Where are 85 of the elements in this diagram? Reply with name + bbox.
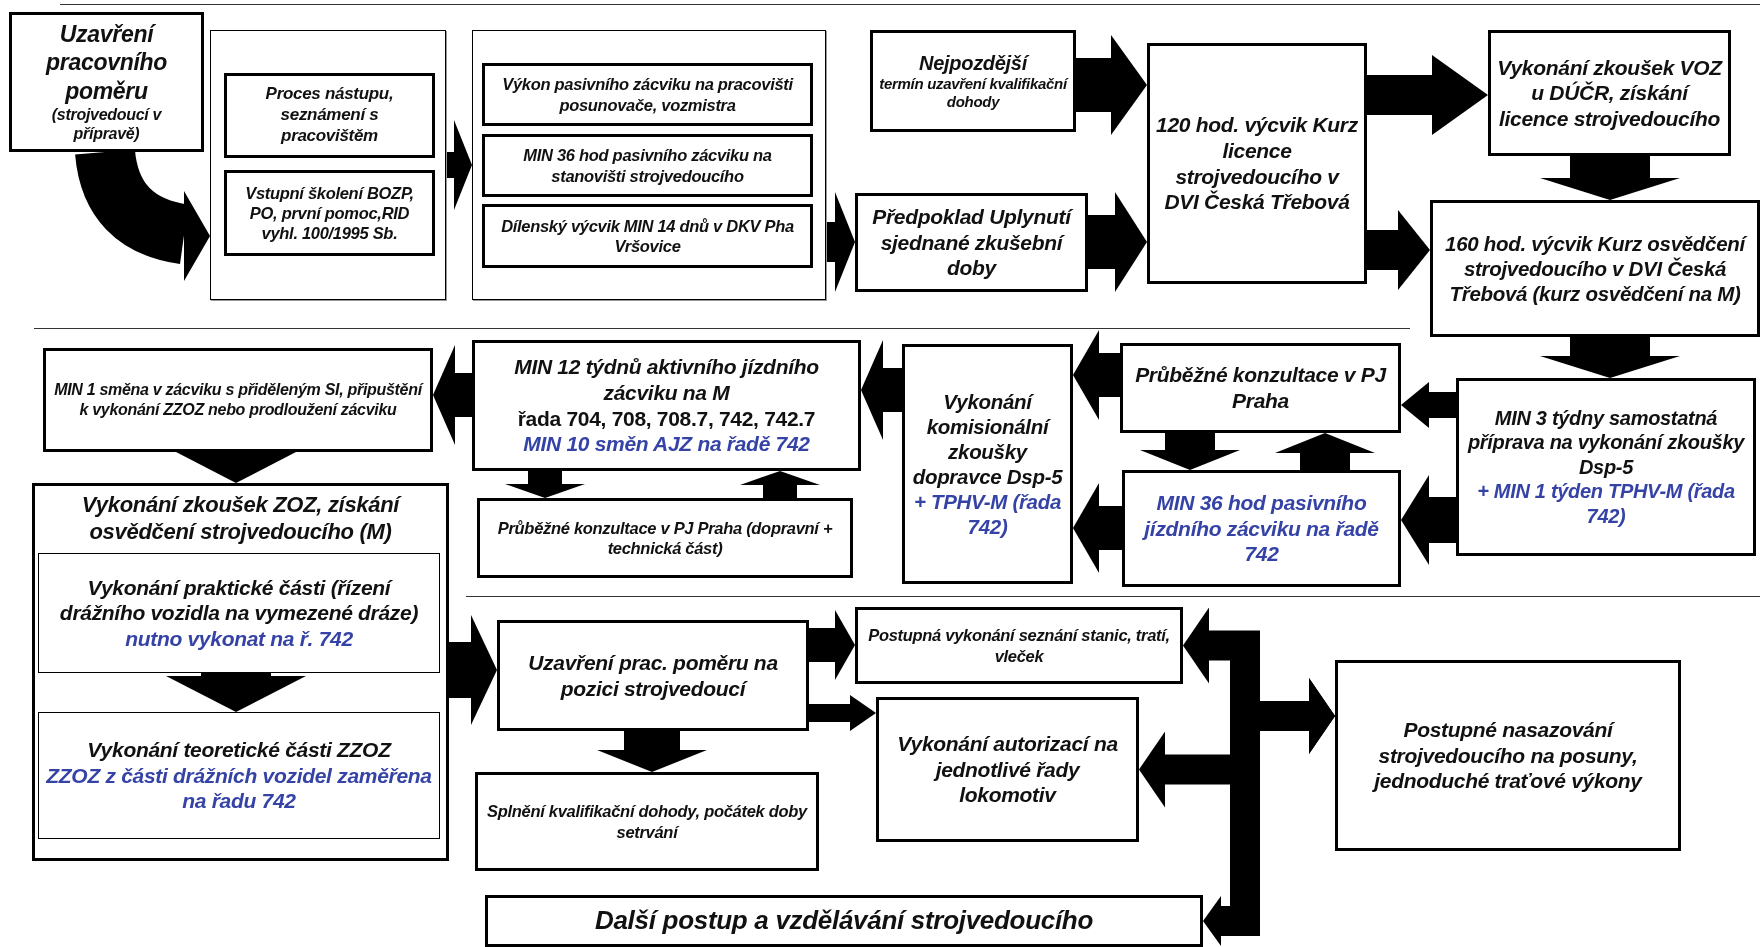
block-arrow <box>740 471 820 498</box>
process-box <box>472 340 861 471</box>
note-text: nutno vykonat na ř. 742 <box>125 625 353 652</box>
box-text: Výkon pasivního zácviku na pracovišti posunovače, vozmistra <box>501 74 795 115</box>
box-text: Vykonání zkoušek ZOZ, získání osvědčení strojvedoucího (M) <box>80 492 403 546</box>
process-box <box>482 204 813 268</box>
process-box <box>224 73 435 158</box>
process-box <box>1120 343 1401 433</box>
process-box <box>1335 660 1681 851</box>
process-box <box>855 607 1183 684</box>
box-text: Vykonání zkoušek VOZ u DÚČR, získání licence strojvedoucího <box>1497 54 1722 132</box>
process-box <box>876 697 1139 842</box>
block-arrow <box>809 695 876 731</box>
process-box <box>475 772 819 871</box>
box-text: Postupná vykonání seznání stanic, tratí, vleček <box>867 625 1171 666</box>
block-arrow <box>1073 330 1120 420</box>
box-text: Uzavření pracovního poměru <box>44 20 168 105</box>
box-text: 120 hod. výcvik Kurz licence strojvedoucího v DVI Česká Třebová <box>1156 112 1358 215</box>
box-text: Vykonání teoretické části ZZOZ <box>87 737 391 763</box>
box-text: 160 hod. výcvik Kurz osvědčení strojvedoucího v DVI Česká Třebová (kurz osvědčení na M) <box>1439 231 1751 306</box>
process-box <box>9 12 204 152</box>
process-box <box>1147 43 1367 284</box>
block-arrow <box>1401 475 1456 565</box>
box-text: Průběžné konzultace v PJ Praha (dopravní + technická část) <box>496 517 834 559</box>
block-arrow <box>166 673 306 712</box>
box-text: Předpoklad Uplynutí sjednané zkušební doby <box>864 204 1079 281</box>
process-box <box>38 553 440 673</box>
note-text: MIN 10 směn AJZ na řadě 742 <box>523 431 810 457</box>
box-text: MIN 36 hod pasivního jízdního zácviku na řadě 742 <box>1141 490 1380 567</box>
block-arrow <box>1140 433 1240 470</box>
note-text: ZZOZ z části drážních vozidel zaměřena na řadu 742 <box>45 762 433 814</box>
process-box <box>870 30 1076 132</box>
box-text: Vykonání praktické části (řízení drážního vozidla na vymezené dráze) <box>58 574 420 626</box>
box-subtext: řada 704, 708, 708.7, 742, 742.7 <box>517 405 816 432</box>
box-text: Vstupní školení BOZP, PO, první pomoc,RID vyhl. 100/1995 Sb. <box>244 182 415 244</box>
box-text: Vykonání komisionální zkoušky dopravce Dsp-5 <box>911 389 1064 489</box>
block-arrow <box>826 192 855 292</box>
block-arrow <box>1139 678 1335 808</box>
block-arrow <box>1540 156 1680 200</box>
group-box <box>210 30 446 300</box>
box-text: Proces nástupu, seznámení s pracovištěm <box>264 84 395 147</box>
box-text: Splnění kvalifikační dohody, počátek doby setrvání <box>486 801 809 842</box>
process-box <box>1488 30 1731 156</box>
block-arrow <box>1401 382 1456 428</box>
block-arrow <box>1367 55 1488 135</box>
block-arrow <box>433 345 472 445</box>
process-box <box>1122 470 1401 587</box>
process-box <box>497 620 809 731</box>
box-text: Uzavření prac. poměru na pozici strojvedoucí <box>527 649 779 702</box>
block-arrow <box>446 120 472 210</box>
block-arrow <box>449 615 497 725</box>
box-text: Postupné nasazování strojvedoucího na posuny, jednoduché traťové výkony <box>1371 717 1644 794</box>
box-text: Vykonání autorizací na jednotlivé řady lokomotiv <box>896 731 1119 808</box>
process-box <box>224 170 435 256</box>
block-arrow <box>176 452 296 483</box>
block-arrow <box>505 471 585 498</box>
process-box <box>477 498 853 578</box>
block-arrow <box>1275 433 1375 470</box>
box-subtext: termín uzavření kvalifikační dohody <box>879 74 1067 112</box>
box-text: MIN 1 směna v zácviku s přiděleným SI, připuštění k vykonání ZZOZ nebo prodloužení zácviku <box>53 380 424 420</box>
note-text: + MIN 1 týden TPHV-M (řada 742) <box>1476 479 1736 528</box>
box-text: Další postup a vzdělávání strojvedoucího <box>595 905 1093 937</box>
note-text: + TPHV-M (řada 742) <box>912 489 1063 539</box>
block-arrow <box>1540 337 1680 378</box>
process-box <box>902 344 1073 584</box>
process-box <box>482 63 813 126</box>
process-box <box>32 483 449 861</box>
block-arrow <box>809 610 855 680</box>
process-box <box>1456 378 1756 556</box>
process-box <box>43 348 433 452</box>
block-arrow <box>1367 210 1430 290</box>
block-arrow <box>861 340 902 440</box>
group-box <box>472 30 826 300</box>
process-box <box>482 134 813 197</box>
block-arrow <box>1073 483 1122 573</box>
box-text: Průběžné konzultace v PJ Praha <box>1134 362 1388 414</box>
block-arrow <box>597 731 707 772</box>
box-text: MIN 3 týdny samostatná příprava na vykonání zkoušky Dsp-5 <box>1466 406 1746 480</box>
process-box <box>38 712 440 839</box>
process-box <box>485 895 1203 947</box>
process-box <box>1430 200 1760 337</box>
process-box <box>855 193 1088 292</box>
box-text: MIN 36 hod pasivního zácviku na stanovišti strojvedoucího <box>522 145 773 186</box>
box-subtext: (strojvedoucí v přípravě) <box>50 104 163 144</box>
box-text: Dílenský výcvik MIN 14 dnů v DKV Pha Vršovice <box>500 215 795 257</box>
